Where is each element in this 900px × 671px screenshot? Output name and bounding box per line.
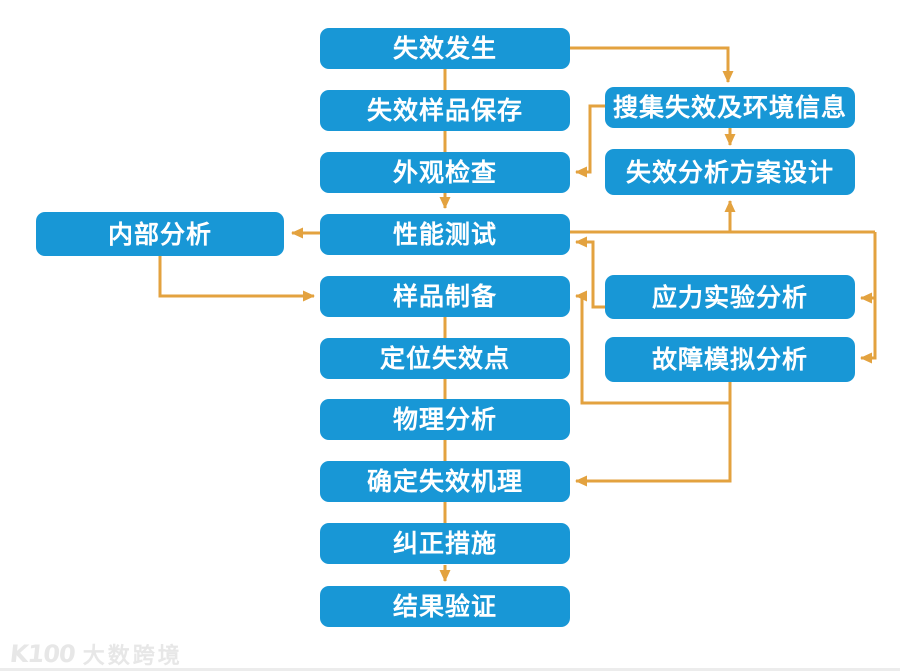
- connector-stress-analysis-to-performance-test: [575, 236, 605, 309]
- connector-bus-to-stress-analysis: [860, 232, 877, 304]
- watermark-brand-text: 大数跨境: [82, 644, 183, 669]
- node-collect-failure-env-info: 搜集失效及环境信息: [605, 87, 855, 128]
- bottom-border-strip: [0, 668, 900, 671]
- watermark-logo-icon: K100: [8, 640, 77, 668]
- node-label: 失效分析方案设计: [625, 157, 834, 187]
- node-sample-preparation: 样品制备: [320, 276, 570, 317]
- node-failure-analysis-plan-design: 失效分析方案设计: [605, 149, 855, 195]
- connector-fault-simulation-to-determine-mechanism: [575, 403, 732, 487]
- node-stress-experiment-analysis: 应力实验分析: [605, 275, 855, 319]
- node-label: 失效发生: [392, 34, 497, 63]
- connector-fault-simulation-to-sample-preparation: [575, 290, 732, 405]
- watermark: K100 大数跨境: [8, 638, 183, 670]
- node-label: 样品制备: [392, 282, 497, 311]
- node-label: 搜集失效及环境信息: [612, 93, 847, 122]
- node-performance-test: 性能测试: [320, 214, 570, 255]
- connector-bus-to-fault-simulation: [860, 298, 877, 364]
- node-label: 故障模拟分析: [651, 345, 808, 374]
- node-label: 确定失效机理: [366, 467, 523, 496]
- node-label: 性能测试: [392, 220, 497, 249]
- node-label: 物理分析: [392, 405, 497, 434]
- node-failure-occurs: 失效发生: [320, 28, 570, 69]
- node-label: 定位失效点: [379, 344, 510, 373]
- node-corrective-measures: 纠正措施: [320, 523, 570, 564]
- node-locate-failure-point: 定位失效点: [320, 338, 570, 379]
- connector-internal-analysis-to-sample-preparation: [158, 256, 315, 302]
- node-internal-analysis: 内部分析: [36, 212, 284, 256]
- node-fault-simulation-analysis: 故障模拟分析: [605, 337, 855, 382]
- connector-failure-occurs-to-collect-info: [570, 46, 734, 83]
- node-result-verification: 结果验证: [320, 586, 570, 627]
- node-label: 纠正措施: [392, 529, 497, 558]
- node-physical-analysis: 物理分析: [320, 399, 570, 440]
- node-label: 外观检查: [392, 158, 497, 187]
- node-label: 内部分析: [107, 219, 212, 249]
- node-visual-inspection: 外观检查: [320, 152, 570, 193]
- node-failure-sample-preservation: 失效样品保存: [320, 90, 570, 131]
- connector-collect-info-to-visual-inspection: [575, 104, 605, 178]
- node-determine-failure-mechanism: 确定失效机理: [320, 461, 570, 502]
- node-label: 失效样品保存: [366, 96, 523, 125]
- node-label: 应力实验分析: [651, 282, 808, 312]
- node-label: 结果验证: [392, 592, 497, 621]
